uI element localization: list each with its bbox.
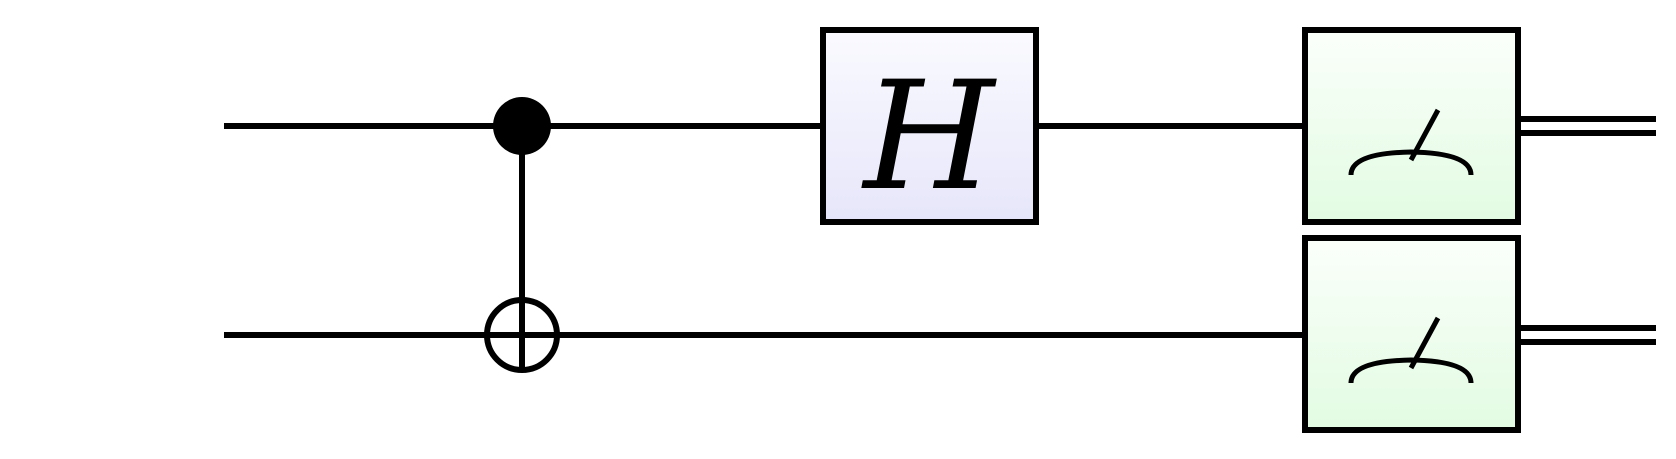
measure-gate-qubit-0	[1302, 27, 1521, 225]
hadamard-gate: H	[820, 27, 1039, 225]
hadamard-gate-box	[820, 27, 1039, 225]
measure-gate-qubit-1	[1302, 235, 1521, 433]
measure-gate-box	[1302, 235, 1521, 433]
hadamard-gate-label: H	[861, 50, 998, 224]
meter-needle-icon	[1408, 316, 1441, 370]
cnot-control-dot	[493, 97, 551, 155]
measure-gate-box	[1302, 27, 1521, 225]
meter-icon	[1348, 357, 1474, 384]
meter-icon	[1348, 149, 1474, 176]
meter-needle-icon	[1408, 108, 1441, 162]
cnot-target	[484, 297, 560, 373]
